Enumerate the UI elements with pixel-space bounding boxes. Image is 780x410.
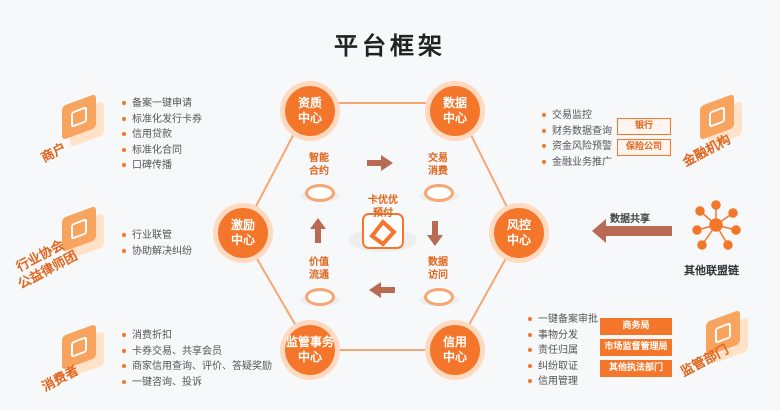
list-item: 协助解决纠纷: [122, 244, 192, 260]
list-item: 卡券交易、共享会员: [122, 344, 272, 360]
other-enforcement-tag: 其他执法部门: [600, 360, 672, 377]
trade-consume-label: 交易 消费: [428, 153, 448, 177]
smart-contract-ring: [305, 184, 335, 202]
value-circulate-label: 价值 流通: [309, 257, 329, 281]
data-access-label: 数据 访问: [428, 257, 448, 281]
list-item: 一键咨询、投诉: [122, 375, 272, 391]
list-item: 责任归属: [528, 343, 598, 359]
list-item: 财务数据查询: [542, 124, 612, 140]
list-item: 信用管理: [528, 374, 598, 390]
list-item: 口碑传播: [122, 158, 202, 174]
list-item: 备案一键申请: [122, 96, 202, 112]
trade-consume-ring: [424, 184, 454, 202]
value-circulate-ring: [305, 288, 335, 306]
consumer-list: 消费折扣 卡券交易、共享会员 商家信用查询、评价、答疑奖励 一键咨询、投诉: [122, 328, 272, 390]
center-logo-icon: [349, 213, 417, 252]
smart-contract-label: 智能 合约: [309, 153, 329, 177]
list-item: 标准化合同: [122, 143, 202, 159]
list-item: 纠纷取证: [528, 359, 598, 375]
flow-arrows: [310, 155, 443, 298]
alliance-network-icon: [692, 200, 741, 250]
list-item: 商家信用查询、评价、答疑奖励: [122, 359, 272, 375]
merchant-list: 备案一键申请 标准化发行卡券 信用贷款 标准化合同 口碑传播: [122, 96, 202, 174]
list-item: 资金风险预警: [542, 139, 612, 155]
qualification-center-node: 资质 中心: [285, 86, 335, 136]
list-item: 标准化发行卡券: [122, 112, 202, 128]
market-supervision-tag: 市场监督管理局: [600, 339, 672, 356]
list-item: 金融业务推广: [542, 155, 612, 171]
data-share-arrow: [592, 219, 672, 243]
regulator-list: 一键备案审批 事物分发 责任归属 纠纷取证 信用管理: [528, 312, 598, 390]
list-item: 事物分发: [528, 328, 598, 344]
data-center-node: 数据 中心: [430, 86, 480, 136]
commerce-bureau-tag: 商务局: [600, 318, 672, 335]
bank-tag: 银行: [617, 118, 671, 135]
page-title: 平台框架: [334, 32, 446, 60]
industry-list: 行业联管 协助解决纠纷: [122, 228, 192, 259]
data-share-label: 数据共享: [610, 214, 650, 225]
list-item: 一键备案审批: [528, 312, 598, 328]
incentive-center-node: 激励 中心: [218, 208, 268, 258]
finance-list: 交易监控 财务数据查询 资金风险预警 金融业务推广: [542, 108, 612, 170]
list-item: 行业联管: [122, 228, 192, 244]
risk-control-center-node: 风控 中心: [494, 208, 544, 258]
list-item: 消费折扣: [122, 328, 272, 344]
list-item: 信用贷款: [122, 127, 202, 143]
regulatory-affairs-center-node: 监管事务 中心: [285, 325, 335, 375]
data-access-ring: [424, 288, 454, 306]
alliance-title: 其他联盟链: [684, 264, 739, 277]
credit-center-node: 信用 中心: [430, 325, 480, 375]
center-label: 卡优优 预付: [368, 195, 398, 219]
list-item: 交易监控: [542, 108, 612, 124]
insurance-tag: 保险公司: [617, 139, 671, 156]
